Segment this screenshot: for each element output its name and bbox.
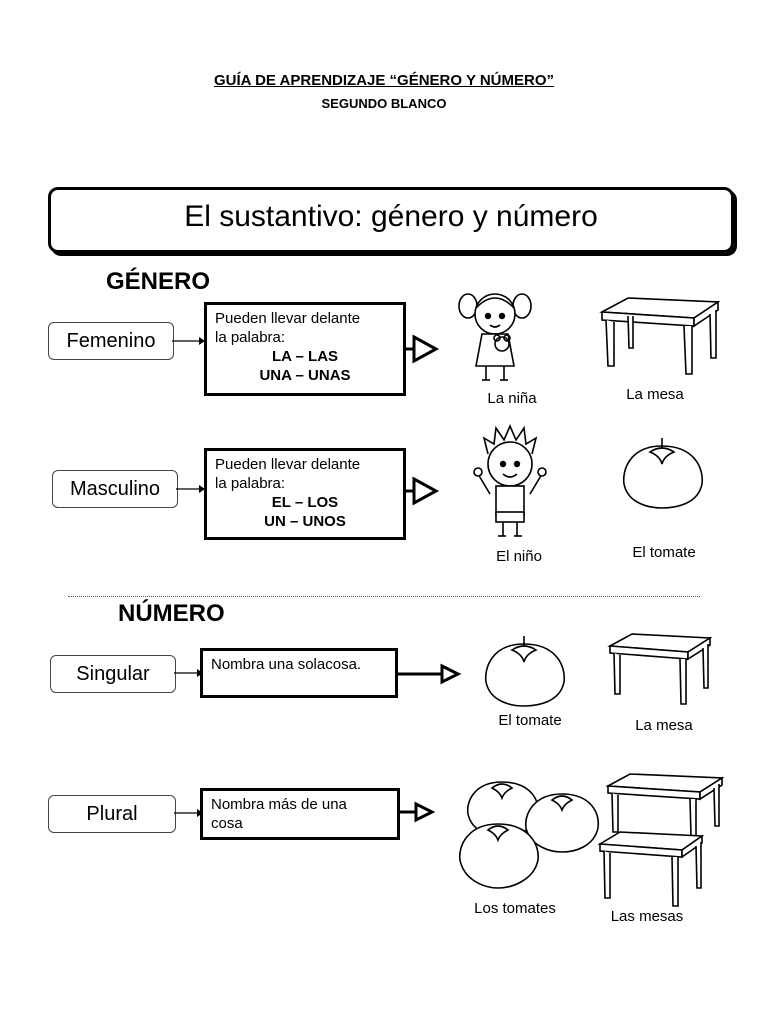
singular-label: Singular [50,655,176,693]
worksheet-title: GUÍA DE APRENDIZAJE “GÉNERO Y NÚMERO” [213,72,555,89]
caption-los-tomates: Los tomates [474,900,556,917]
masculino-rule-box: Pueden llevar delante la palabra: EL – L… [204,448,406,540]
caption-la-mesa: La mesa [635,717,693,734]
tomato-illustration [484,636,566,707]
plural-label: Plural [48,795,176,833]
tomato-illustration [622,438,704,509]
article-pair: LA – LAS [271,348,339,365]
article-pair: UN – UNOS [264,513,346,530]
rule-text: la palabra: [215,329,286,346]
hollow-arrow-icon [400,801,436,823]
tomatoes-illustration [458,781,600,889]
rule-text: Nombra más de una [211,796,347,813]
plural-rule-box: Nombra más de una cosa [200,788,400,840]
hollow-arrow-icon [406,476,440,506]
worksheet-subtitle: SEGUNDO BLANCO [321,96,447,111]
femenino-rule-box: Pueden llevar delante la palabra: LA – L… [204,302,406,396]
genero-heading: GÉNERO [106,268,211,295]
tables-illustration [597,773,725,907]
rule-text: la palabra: [215,475,286,492]
caption-la-mesa: La mesa [626,386,684,403]
rule-text: Pueden llevar delante [215,456,361,473]
caption-el-tomate: El tomate [632,544,696,561]
section-divider [68,596,700,597]
table-illustration [599,297,721,375]
main-title: El sustantivo: género y número [184,200,598,233]
caption-el-nino: El niño [496,548,542,565]
femenino-label: Femenino [48,322,174,360]
article-pair: EL – LOS [271,494,339,511]
numero-heading: NÚMERO [118,600,225,627]
boy-illustration [473,423,547,537]
hollow-arrow-icon [406,334,440,364]
main-title-frame [48,187,734,253]
arrow-icon [176,485,205,493]
table-illustration [607,633,713,705]
caption-el-tomate: El tomate [498,712,562,729]
rule-text: Pueden llevar delante [215,310,361,327]
hollow-arrow-icon [398,663,462,685]
article-pair: UNA – UNAS [259,367,351,384]
caption-las-mesas: Las mesas [610,908,684,925]
arrow-icon [172,337,205,345]
rule-text: Nombra una solacosa. [211,656,362,673]
caption-la-nina: La niña [487,390,537,407]
girl-illustration [458,293,532,381]
singular-rule-box: Nombra una solacosa. [200,648,398,698]
masculino-label: Masculino [52,470,178,508]
rule-text: cosa [211,815,243,832]
